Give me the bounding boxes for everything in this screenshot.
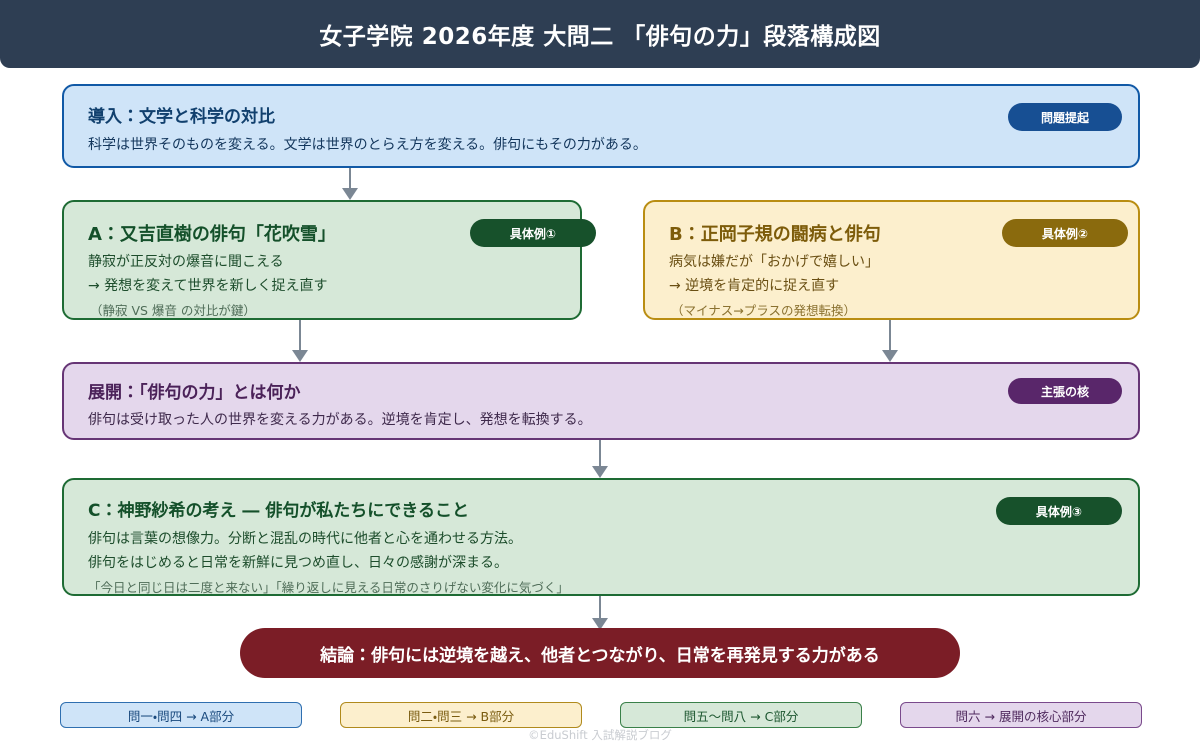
node-development[interactable]: 展開：「俳句の力」とは何か 俳句は受け取った人の世界を変える力がある。逆境を肯定… xyxy=(62,362,1140,440)
arrow-intro-to-a xyxy=(342,168,358,200)
node-branch-c-line2: 俳句をはじめると日常を新鮮に見つめ直し、日々の感謝が深まる。 xyxy=(88,555,508,571)
legend-chip-c[interactable]: 問五〜問八 → C部分 xyxy=(620,702,862,728)
node-branch-b-subnote: （マイナス→プラスの発想転換） xyxy=(671,303,856,318)
node-branch-b-line2: → 逆境を肯定的に捉え直す xyxy=(669,278,840,294)
legend-chip-development[interactable]: 問六 → 展開の核心部分 xyxy=(900,702,1142,728)
node-development-heading: 展開：「俳句の力」とは何か xyxy=(88,383,301,403)
node-conclusion[interactable]: 結論：俳句には逆境を越え、他者とつながり、日常を再発見する力がある xyxy=(240,628,960,678)
node-branch-b[interactable]: B：正岡子規の闘病と俳句 病気は嫌だが「おかげで嬉しい」 → 逆境を肯定的に捉え… xyxy=(643,200,1140,320)
page-title: 女子学院 2026年度 大問二 「俳句の力」段落構成図 xyxy=(319,24,881,50)
node-branch-c[interactable]: C：神野紗希の考え ― 俳句が私たちにできること 俳句は言葉の想像力。分断と混乱… xyxy=(62,478,1140,596)
title-bar: 女子学院 2026年度 大問二 「俳句の力」段落構成図 xyxy=(0,0,1200,68)
node-branch-b-heading: B：正岡子規の闘病と俳句 xyxy=(669,224,881,245)
node-branch-a-line2: → 発想を変えて世界を新しく捉え直す xyxy=(88,278,328,294)
node-branch-c-badge: 具体例③ xyxy=(996,497,1122,525)
node-branch-b-badge: 具体例② xyxy=(1002,219,1128,247)
node-branch-a-subnote: （静寂 VS 爆音 の対比が鍵） xyxy=(90,303,256,318)
copyright-notice: ©EduShift 入試解説ブログ xyxy=(528,728,672,742)
node-branch-a[interactable]: A：又吉直樹の俳句「花吹雪」 静寂が正反対の爆音に聞こえる → 発想を変えて世界… xyxy=(62,200,596,320)
node-branch-a-line1: 静寂が正反対の爆音に聞こえる xyxy=(88,254,284,270)
legend-chip-a[interactable]: 問一・問四 → A部分 xyxy=(60,702,302,728)
node-intro[interactable]: 導入：文学と科学の対比 科学は世界そのものを変える。文学は世界のとらえ方を変える… xyxy=(62,84,1140,168)
node-conclusion-text: 結論：俳句には逆境を越え、他者とつながり、日常を再発見する力がある xyxy=(320,645,880,666)
node-intro-text: 科学は世界そのものを変える。文学は世界のとらえ方を変える。俳句にもその力がある。 xyxy=(88,137,647,153)
arrow-b-to-development xyxy=(882,320,898,362)
legend-chip-b[interactable]: 問二・問三 → B部分 xyxy=(340,702,582,728)
node-branch-c-heading: C：神野紗希の考え ― 俳句が私たちにできること xyxy=(88,501,469,521)
node-branch-c-line1: 俳句は言葉の想像力。分断と混乱の時代に他者と心を通わせる方法。 xyxy=(88,531,522,547)
legend-chip-row: 問一・問四 → A部分 問二・問三 → B部分 問五〜問八 → C部分 問六 →… xyxy=(60,702,1142,728)
node-branch-a-heading: A：又吉直樹の俳句「花吹雪」 xyxy=(88,224,336,245)
node-development-badge: 主張の核 xyxy=(1008,378,1122,404)
node-development-text: 俳句は受け取った人の世界を変える力がある。逆境を肯定し、発想を転換する。 xyxy=(88,412,592,428)
node-branch-b-line1: 病気は嫌だが「おかげで嬉しい」 xyxy=(669,254,879,270)
node-intro-badge: 問題提起 xyxy=(1008,103,1122,131)
arrow-c-to-conclusion xyxy=(592,596,608,630)
node-intro-heading: 導入：文学と科学の対比 xyxy=(88,107,275,127)
node-branch-c-subnote: 「今日と同じ日は二度と来ない」「繰り返しに見える日常のさりげない変化に気づく」 xyxy=(88,580,569,595)
node-branch-a-badge: 具体例① xyxy=(470,219,596,247)
arrow-a-to-development xyxy=(292,320,308,362)
arrow-development-to-c xyxy=(592,440,608,478)
